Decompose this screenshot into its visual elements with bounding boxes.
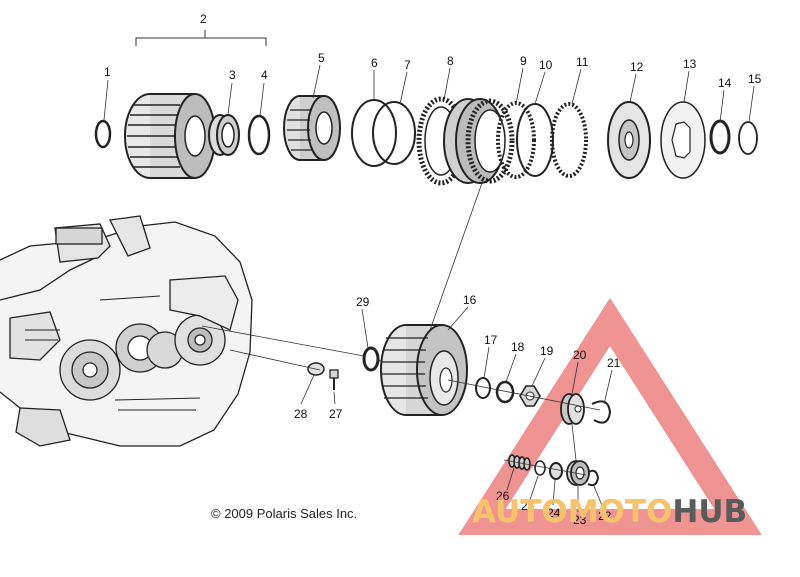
callout-4: 4: [261, 68, 268, 82]
callout-26: 26: [496, 489, 510, 503]
callout-17: 17: [484, 333, 498, 347]
part-14-ring: [709, 119, 731, 155]
part-24-seal: [549, 462, 563, 480]
callout-8: 8: [447, 54, 454, 68]
part-16-clutch-basket: [380, 324, 468, 416]
callout-7: 7: [404, 58, 411, 72]
callout-10: 10: [539, 58, 553, 72]
callout-11: 11: [576, 55, 589, 69]
part-22-clip: [585, 469, 600, 487]
callout-13: 13: [683, 57, 697, 71]
part-5-clutch-hub: [283, 95, 341, 161]
callout-21: 21: [607, 356, 621, 370]
part-21-clip: [591, 400, 612, 424]
part-25-washer: [534, 460, 546, 476]
leader-lines: [103, 64, 755, 512]
part-4-ring: [247, 114, 271, 156]
clutch-plate-pack: [443, 98, 515, 184]
assembly-lines: [201, 182, 601, 476]
callout-5: 5: [318, 51, 325, 65]
part-18-washer: [495, 380, 515, 404]
callout-27: 27: [329, 407, 343, 421]
callout-24: 24: [547, 506, 561, 520]
callout-6: 6: [371, 56, 378, 70]
callout-1: 1: [104, 65, 111, 79]
callout-labels: 1 2 3 4 5 6 7 8 9 10 11 12 13 14 15 16 1…: [104, 12, 762, 527]
part-2-gear: [124, 93, 216, 179]
callout-19: 19: [540, 344, 554, 358]
watermark-text-part2: HUB: [672, 494, 748, 530]
callout-15: 15: [748, 72, 762, 86]
part-27-bolt: [329, 369, 339, 390]
callout-29: 29: [356, 295, 370, 309]
watermark-text-part1: AUTOMOTO: [472, 494, 673, 530]
part-3-bearing: [208, 114, 240, 156]
callout-3: 3: [229, 68, 236, 82]
callout-14: 14: [718, 76, 732, 90]
part-29-spacer: [362, 346, 380, 372]
callout-22: 22: [598, 509, 612, 523]
copyright-notice: © 2009 Polaris Sales Inc.: [211, 506, 358, 521]
part-7-oring: [372, 101, 416, 165]
part-12-pressure-plate: [607, 101, 651, 179]
callout-18: 18: [511, 340, 525, 354]
engine-case: [0, 215, 253, 447]
watermark-text: AUTOMOTOHUB: [472, 494, 747, 530]
part-23-bearing: [566, 460, 590, 486]
part-11-friction-plate: [550, 102, 588, 178]
callout-9: 9: [520, 54, 527, 68]
part-2-bracket: [135, 30, 267, 46]
callout-2: 2: [200, 12, 207, 26]
callout-28: 28: [294, 407, 308, 421]
part-15-snap-ring: [738, 121, 758, 155]
callout-12: 12: [630, 60, 644, 74]
part-20-pulley: [560, 393, 585, 425]
part-1-snap-ring: [94, 119, 112, 149]
callout-23: 23: [573, 513, 587, 527]
callout-20: 20: [573, 348, 587, 362]
callout-16: 16: [463, 293, 477, 307]
part-13-diaphragm-spring: [660, 101, 706, 179]
callout-25: 25: [521, 499, 535, 513]
